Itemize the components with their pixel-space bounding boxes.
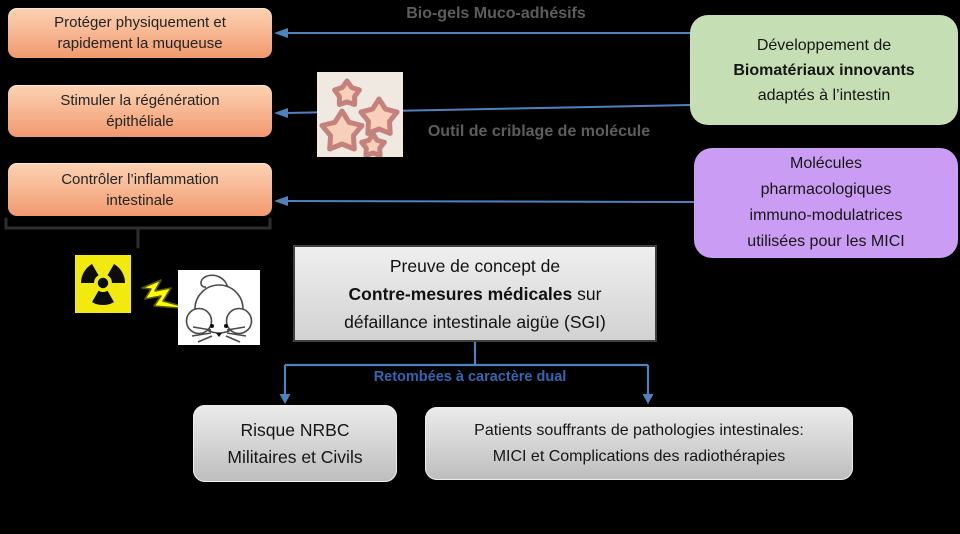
outcome-box-nrbc: Risque NRBC Militaires et Civils xyxy=(193,405,397,482)
outcome-text-line: Risque NRBC xyxy=(240,419,350,440)
arrow-biogels xyxy=(274,28,690,38)
proof-text-line: Preuve de concept de xyxy=(389,255,561,276)
source-box-biomaterials: Développement de Biomatériaux innovants … xyxy=(690,15,958,125)
label-bio-gels: Bio-gels Muco-adhésifs xyxy=(406,5,586,22)
outcome-text-line: MICI et Complications des radiothérapies xyxy=(492,447,786,465)
mouse-icon xyxy=(185,274,253,343)
source-text-line: pharmacologiques xyxy=(760,181,892,198)
arrow-molecules xyxy=(274,196,695,206)
proof-text-line: Contre-mesures médicales sur xyxy=(295,280,655,308)
label-screening-tool: Outil de criblage de molécule xyxy=(427,123,651,140)
source-text-line: immuno-modulatrices xyxy=(749,207,903,224)
radiation-hazard-image xyxy=(75,255,131,313)
source-text-line: Molécules xyxy=(789,155,863,172)
source-text-line: adaptés à l’intestin xyxy=(757,86,891,104)
goal-text-line: épithéliale xyxy=(106,113,174,130)
source-text-line: utilisées pour les MICI xyxy=(747,233,905,250)
proof-text-rest: sur xyxy=(572,283,602,304)
goal-box-stimulate-regeneration: Stimuler la régénération épithéliale xyxy=(8,85,272,137)
proof-of-concept-box: Preuve de concept de Contre-mesures médi… xyxy=(293,245,657,342)
organoid-cells-image xyxy=(317,72,403,159)
label-dual-outcome: Retombées à caractère dual xyxy=(373,369,567,385)
outcome-box-patients: Patients souffrants de pathologies intes… xyxy=(425,407,853,480)
mouse-image xyxy=(178,270,260,345)
source-text-line-bold: Biomatériaux innovants xyxy=(733,61,915,79)
goal-text-line: intestinale xyxy=(106,191,174,209)
organoid-cells-icon xyxy=(319,78,400,159)
proof-text-bold: Contre-mesures médicales xyxy=(348,283,573,304)
outcome-text-line: Patients souffrants de pathologies intes… xyxy=(474,421,804,439)
goal-text-line: Contrôler l’inflammation xyxy=(61,170,219,188)
goal-text-line: Protéger physiquement et xyxy=(54,14,226,31)
radiation-icon xyxy=(81,263,125,306)
goal-text-line: rapidement la muqueuse xyxy=(57,35,223,52)
outcome-text-line: Militaires et Civils xyxy=(227,446,363,467)
source-box-molecules: Molécules pharmacologiques immuno-modula… xyxy=(694,148,958,258)
goal-text-line: Stimuler la régénération xyxy=(60,92,220,109)
underbrace-bracket xyxy=(4,217,272,249)
proof-text-line: défaillance intestinale aigüe (SGI) xyxy=(344,311,606,332)
goal-box-control-inflammation: Contrôler l’inflammation intestinale xyxy=(8,163,272,216)
goal-box-protect-mucosa: Protéger physiquement et rapidement la m… xyxy=(8,8,272,58)
source-text-line: Développement de xyxy=(756,36,892,54)
